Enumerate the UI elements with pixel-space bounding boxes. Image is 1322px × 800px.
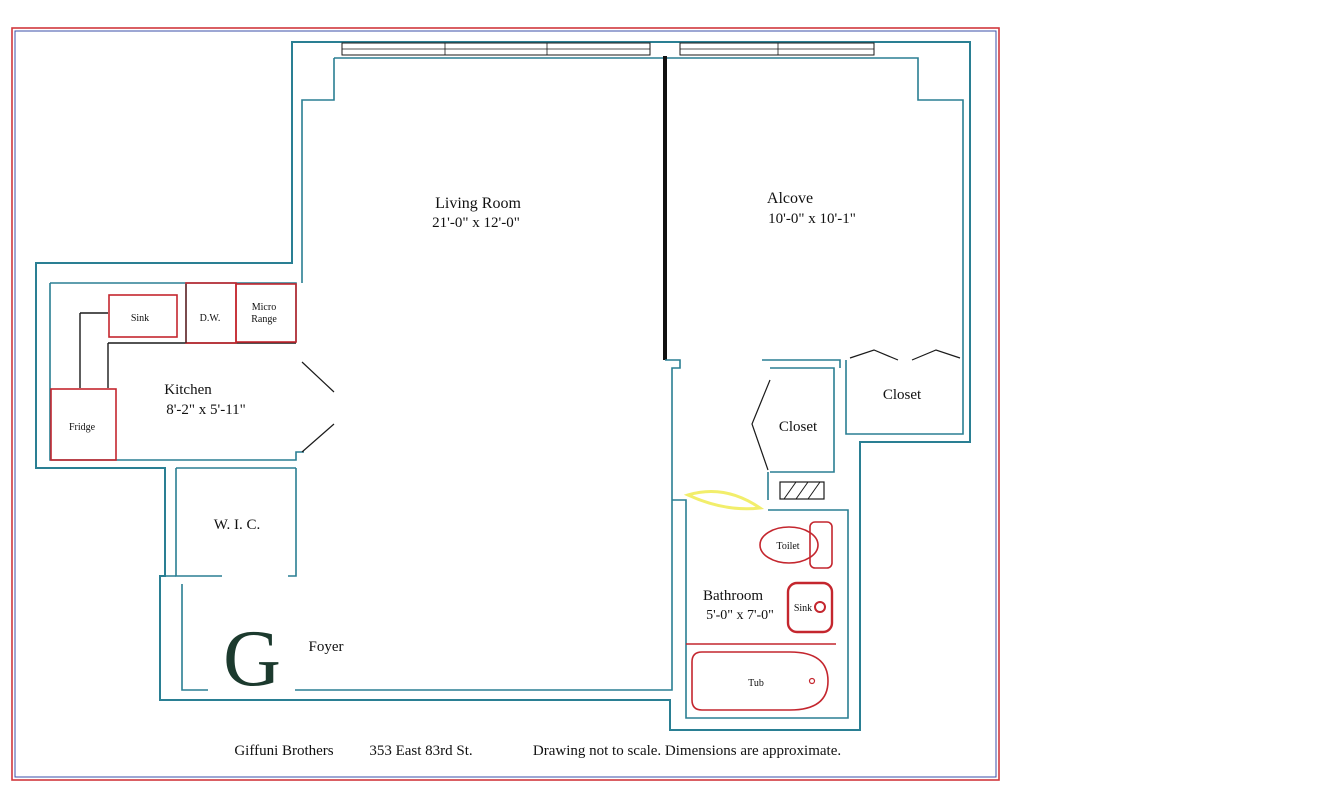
closet-left-label: Closet — [779, 419, 818, 435]
bathroom-name: Bathroom — [703, 588, 763, 604]
dishwasher-label: D.W. — [200, 313, 221, 324]
kitchen-name: Kitchen — [164, 382, 212, 398]
footer-address: 353 East 83rd St. — [369, 743, 472, 759]
tub — [691, 651, 829, 711]
alcove-name: Alcove — [767, 190, 813, 207]
kitchen-door — [301, 361, 335, 453]
kitchen-sink-label: Sink — [131, 313, 149, 324]
closet-left-door — [751, 379, 771, 471]
kitchen-counter — [79, 312, 296, 388]
footer-disclaimer: Drawing not to scale. Dimensions are app… — [533, 743, 841, 759]
range-box — [235, 283, 297, 343]
closet-right-label: Closet — [883, 387, 922, 403]
bath-sink-label: Sink — [794, 603, 812, 614]
logo-g: G — [223, 615, 281, 703]
footer-company: Giffuni Brothers — [234, 743, 333, 759]
exterior-wall-outer — [35, 41, 971, 731]
closet-left-walls — [762, 359, 841, 473]
window-right — [679, 42, 875, 56]
foyer-label: Foyer — [309, 639, 344, 655]
range-label: Range — [251, 314, 277, 325]
page-frame-outer — [11, 27, 1000, 781]
fridge-label: Fridge — [69, 422, 96, 433]
micro-label: Micro — [252, 302, 276, 313]
bathroom-dims: 5'-0" x 7'-0" — [706, 608, 774, 623]
bathroom-door-highlight — [683, 490, 765, 511]
closet-right-walls — [845, 360, 964, 435]
living-room-right-wall — [295, 359, 681, 691]
bath-sink — [786, 581, 834, 634]
toilet-label: Toilet — [776, 541, 799, 552]
window-left — [341, 42, 651, 56]
alcove-dims: 10'-0" x 10'-1" — [768, 211, 856, 227]
wic-label: W. I. C. — [214, 517, 261, 533]
living-room-dims: 21'-0" x 12'-0" — [432, 215, 520, 231]
kitchen-wall-left — [49, 283, 304, 461]
kitchen-dims: 8'-2" x 5'-11" — [166, 402, 246, 418]
kitchen-sink-box — [108, 294, 178, 338]
page-frame-inner — [14, 30, 997, 778]
closet-right-doors — [849, 349, 961, 361]
chase-box — [779, 481, 825, 500]
fridge-box — [50, 388, 117, 461]
living-room-name: Living Room — [435, 195, 521, 212]
exterior-wall-inner — [334, 57, 964, 362]
living-room-left-wall — [301, 58, 335, 283]
foyer-walls — [160, 575, 208, 691]
bathroom-entry-wall — [672, 499, 849, 719]
tub-label: Tub — [748, 678, 764, 689]
toilet — [759, 521, 833, 569]
